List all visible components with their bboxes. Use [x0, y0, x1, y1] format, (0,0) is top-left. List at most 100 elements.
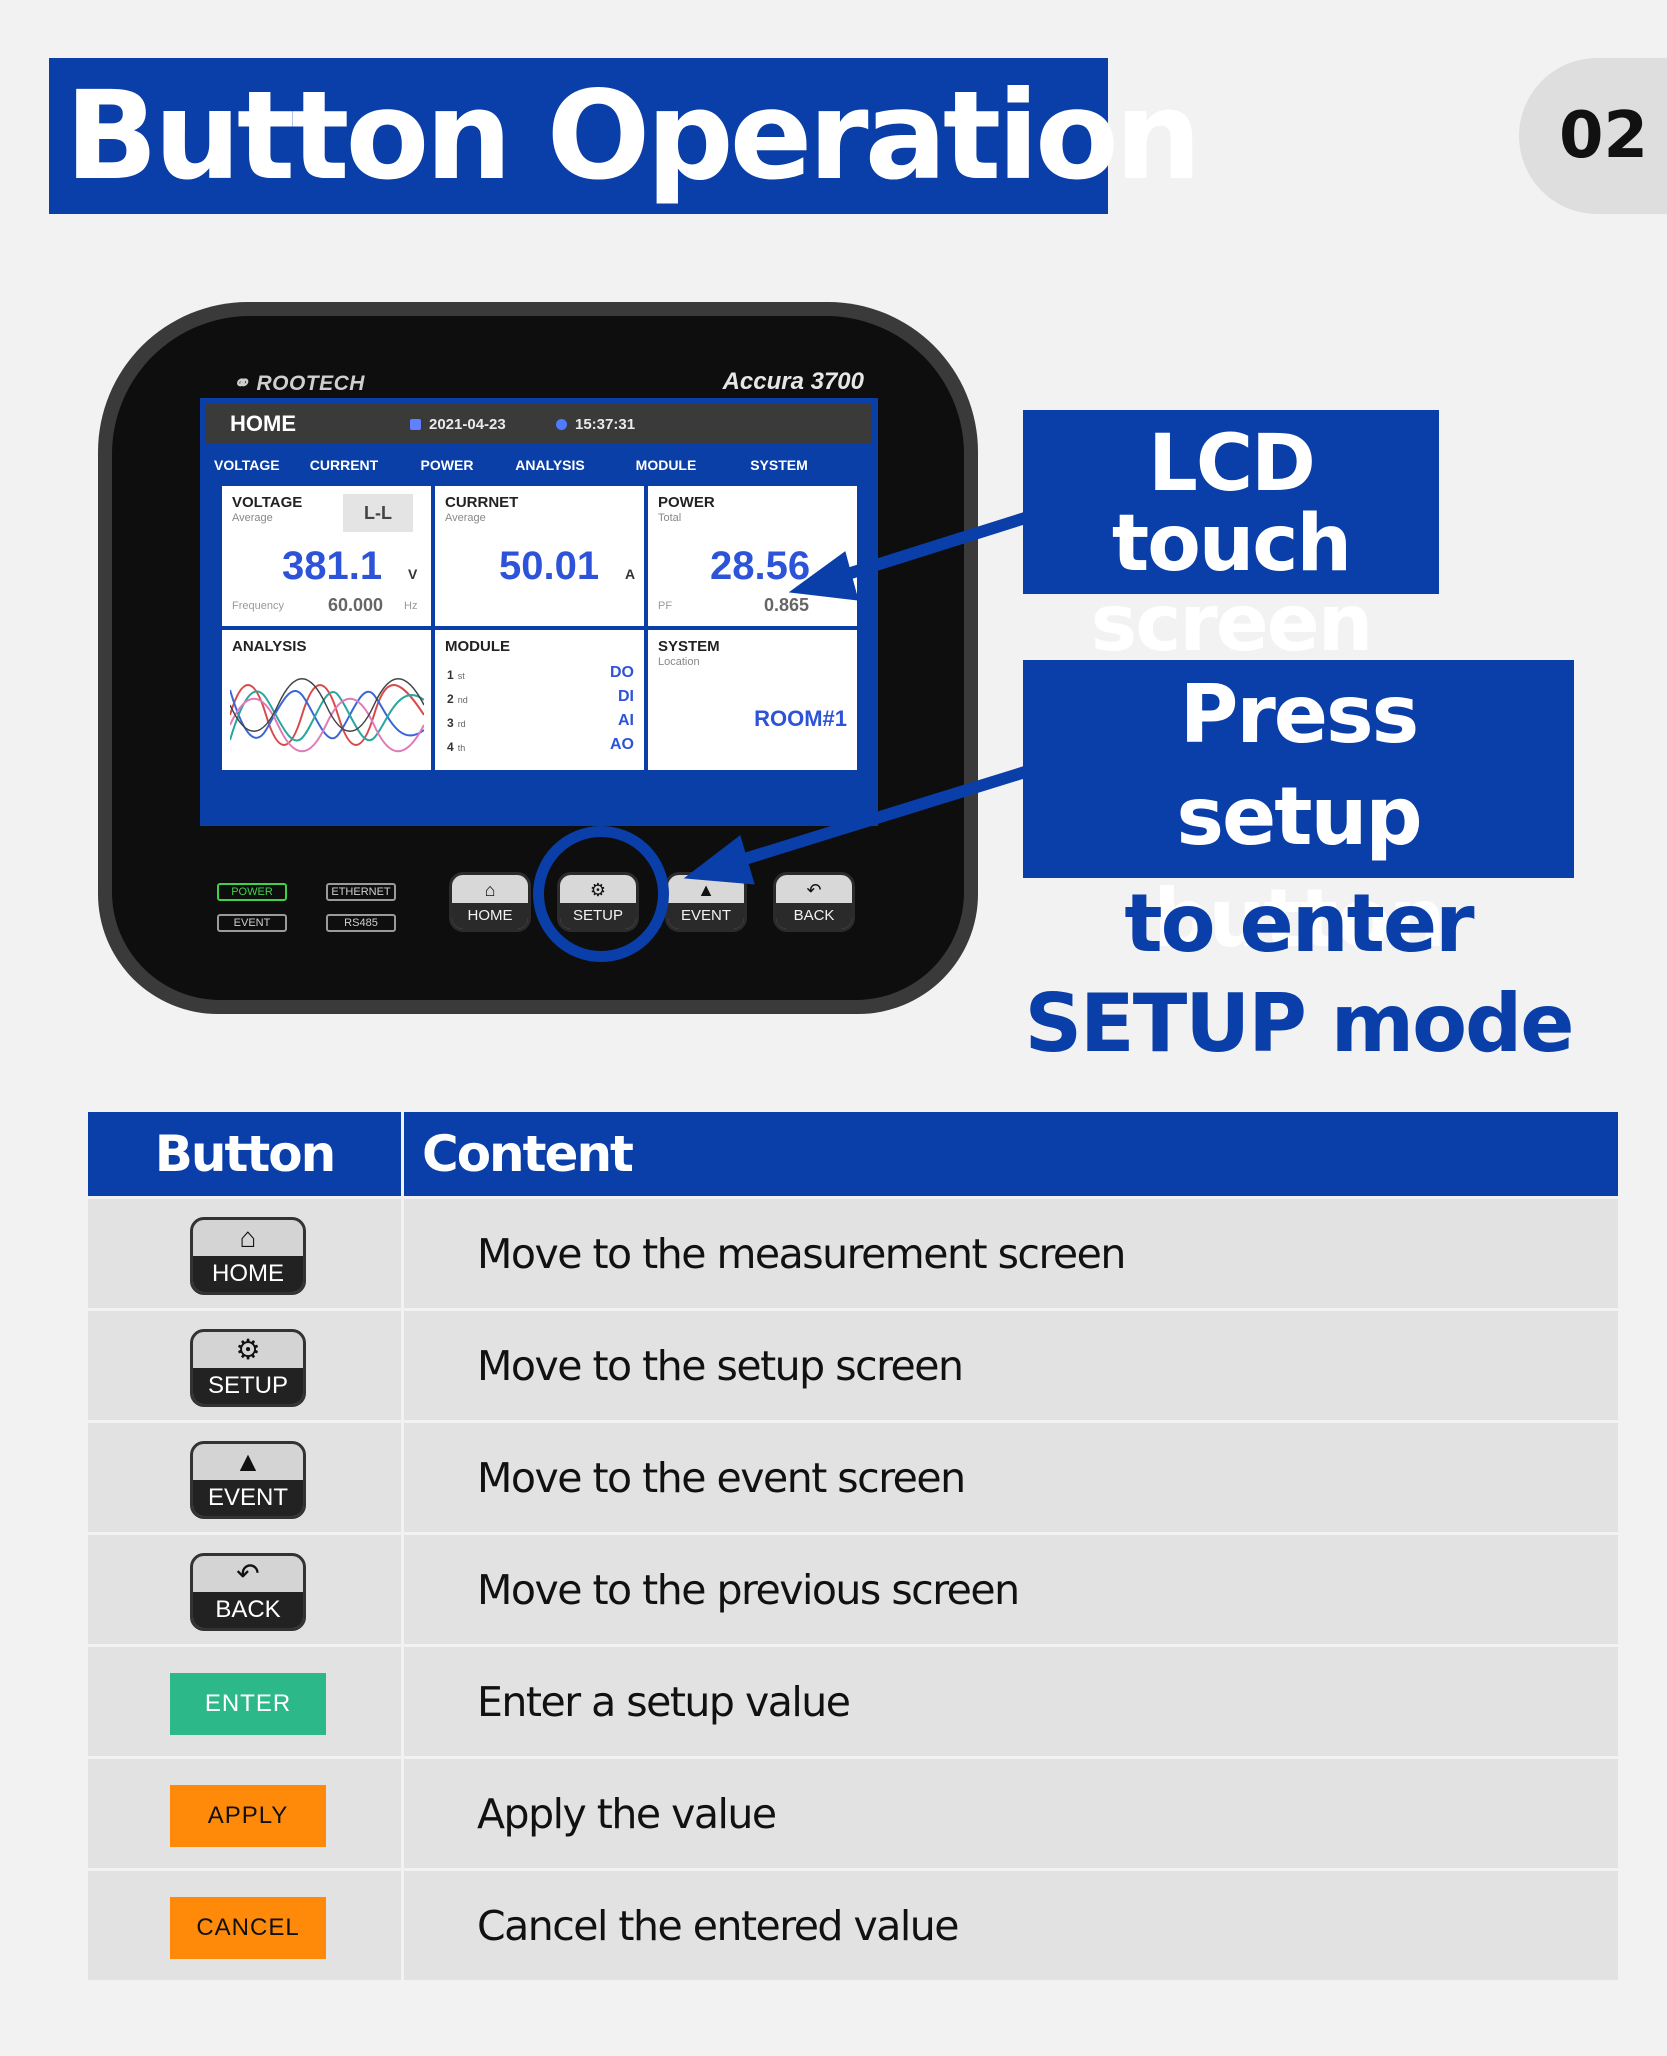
- lcd-touch-callout: LCD touch screen: [1023, 410, 1439, 664]
- power-tile[interactable]: POWER Total 28.56 kW PF 0.865: [648, 486, 857, 626]
- screen-tab-system[interactable]: SYSTEM: [750, 457, 808, 473]
- brand-logo: ⚭ ROOTECH: [232, 371, 365, 396]
- lcd-callout-line1: LCD touch: [1111, 419, 1352, 589]
- table-cell-button: ⌂ HOME: [88, 1199, 404, 1308]
- brand-name: ROOTECH: [256, 372, 365, 395]
- event-sample-label: EVENT: [193, 1480, 303, 1516]
- module-row-suffix: th: [457, 743, 466, 753]
- page-title: Button Operation: [65, 65, 1202, 207]
- screen-status-bar: HOME 2021-04-23 15:37:31: [206, 404, 872, 444]
- module-row-suffix: st: [457, 671, 465, 681]
- back-arrow-icon: ↶: [236, 1558, 260, 1589]
- voltage-tile[interactable]: VOLTAGE Average L-L 381.1 V Frequency 60…: [222, 486, 431, 626]
- module-code-2: DI: [618, 688, 634, 705]
- voltage-tile-title: VOLTAGE: [232, 494, 303, 511]
- page-number: 02: [1559, 99, 1649, 173]
- table-cell-content: Cancel the entered value: [477, 1901, 959, 1950]
- setup-button-highlight-ring: [533, 826, 669, 962]
- system-tile[interactable]: SYSTEM Location ROOM#1: [648, 630, 857, 770]
- system-location-value: ROOM#1: [754, 706, 847, 731]
- module-row-num: 3: [447, 716, 454, 730]
- title-banner: Button Operation: [49, 58, 1202, 214]
- press-callout-line3: to enter: [1124, 877, 1474, 970]
- screen-time: 15:37:31: [556, 416, 635, 433]
- table-cell-content: Move to the setup screen: [477, 1341, 964, 1390]
- header-content: Content: [422, 1125, 634, 1183]
- press-setup-callout: Press setup button: [1023, 660, 1574, 965]
- table-row: APPLY Apply the value: [88, 1756, 1618, 1868]
- table-cell-content: Move to the previous screen: [477, 1565, 1020, 1614]
- home-button-label: HOME: [452, 903, 528, 929]
- bell-icon: ▲: [234, 1446, 262, 1477]
- home-icon: ⌂: [239, 1222, 257, 1253]
- module-code-3: AI: [618, 712, 634, 729]
- back-button-label: BACK: [776, 903, 852, 929]
- frequency-unit: Hz: [404, 600, 418, 612]
- system-tile-sub: Location: [658, 656, 700, 668]
- current-tile-title: CURRNET: [445, 494, 519, 511]
- screen-tab-voltage[interactable]: VOLTAGE: [214, 457, 280, 473]
- current-tile-sub: Average: [445, 512, 486, 524]
- back-button[interactable]: ↶ BACK: [773, 872, 855, 932]
- table-row: ⚙ SETUP Move to the setup screen: [88, 1308, 1618, 1420]
- table-header: Button Content: [88, 1112, 1618, 1196]
- module-row-suffix: rd: [457, 719, 466, 729]
- power-value: 28.56: [710, 544, 811, 588]
- rs485-indicator: RS485: [326, 914, 396, 932]
- button-operation-table: Button Content ⌂ HOME Move to the measur…: [88, 1112, 1618, 1980]
- table-cell-button: ⚙ SETUP: [88, 1311, 404, 1420]
- event-button[interactable]: ▲ EVENT: [665, 872, 747, 932]
- cancel-button-sample: CANCEL: [170, 1897, 326, 1959]
- harmonic-waveform-graphic: [230, 678, 424, 753]
- module-row-num: 1: [447, 668, 454, 682]
- table-cell-button: CANCEL: [88, 1871, 404, 1980]
- analysis-tile-title: ANALYSIS: [232, 638, 307, 655]
- table-cell-button: ↶ BACK: [88, 1535, 404, 1644]
- table-row: ⌂ HOME Move to the measurement screen: [88, 1196, 1618, 1308]
- press-callout-line1: Press: [1179, 668, 1420, 761]
- event-indicator: EVENT: [217, 914, 287, 932]
- apply-button-sample: APPLY: [170, 1785, 326, 1847]
- current-unit: A: [625, 566, 636, 582]
- event-button-sample: ▲ EVENT: [190, 1441, 306, 1519]
- screen-tab-current[interactable]: CURRENT: [309, 457, 379, 473]
- home-sample-label: HOME: [193, 1256, 303, 1292]
- back-arrow-icon: ↶: [806, 880, 822, 900]
- setup-sample-label: SETUP: [193, 1368, 303, 1404]
- voltage-tile-sub: Average: [232, 512, 273, 524]
- screen-tab-analysis[interactable]: ANALYSIS: [515, 457, 585, 473]
- screen-tab-power[interactable]: POWER: [420, 457, 474, 473]
- power-tile-sub: Total: [658, 512, 682, 524]
- analysis-tile[interactable]: ANALYSIS: [222, 630, 431, 770]
- home-button[interactable]: ⌂ HOME: [449, 872, 531, 932]
- press-callout-line2: setup button: [1153, 770, 1446, 965]
- module-tile-title: MODULE: [445, 638, 510, 655]
- screen-date: 2021-04-23: [410, 416, 556, 433]
- screen-home-label: HOME: [230, 411, 296, 436]
- power-unit: kW: [828, 566, 849, 582]
- voltage-mode-badge[interactable]: L-L: [343, 494, 413, 532]
- bell-icon: ▲: [697, 880, 715, 900]
- table-cell-content: Enter a setup value: [477, 1677, 851, 1726]
- table-row: ENTER Enter a setup value: [88, 1644, 1618, 1756]
- table-cell-content: Move to the event screen: [477, 1453, 966, 1502]
- screen-tab-module[interactable]: MODULE: [635, 457, 697, 473]
- table-cell-button: APPLY: [88, 1759, 404, 1868]
- table-cell-content: Move to the measurement screen: [477, 1229, 1126, 1278]
- frequency-value: 60.000: [328, 595, 384, 615]
- module-code-1: DO: [610, 664, 634, 681]
- back-button-sample: ↶ BACK: [190, 1553, 306, 1631]
- gear-icon: ⚙: [235, 1334, 261, 1365]
- press-callout-line4: SETUP mode: [1024, 977, 1574, 1070]
- brand-icon: ⚭: [232, 372, 257, 395]
- current-tile[interactable]: CURRNET Average 50.01 A: [435, 486, 644, 626]
- lcd-touch-screen[interactable]: HOME 2021-04-23 15:37:31 VOLTAGE CURRENT…: [200, 398, 878, 826]
- voltage-unit: V: [408, 566, 418, 582]
- table-row: ↶ BACK Move to the previous screen: [88, 1532, 1618, 1644]
- pf-value: 0.865: [764, 595, 810, 615]
